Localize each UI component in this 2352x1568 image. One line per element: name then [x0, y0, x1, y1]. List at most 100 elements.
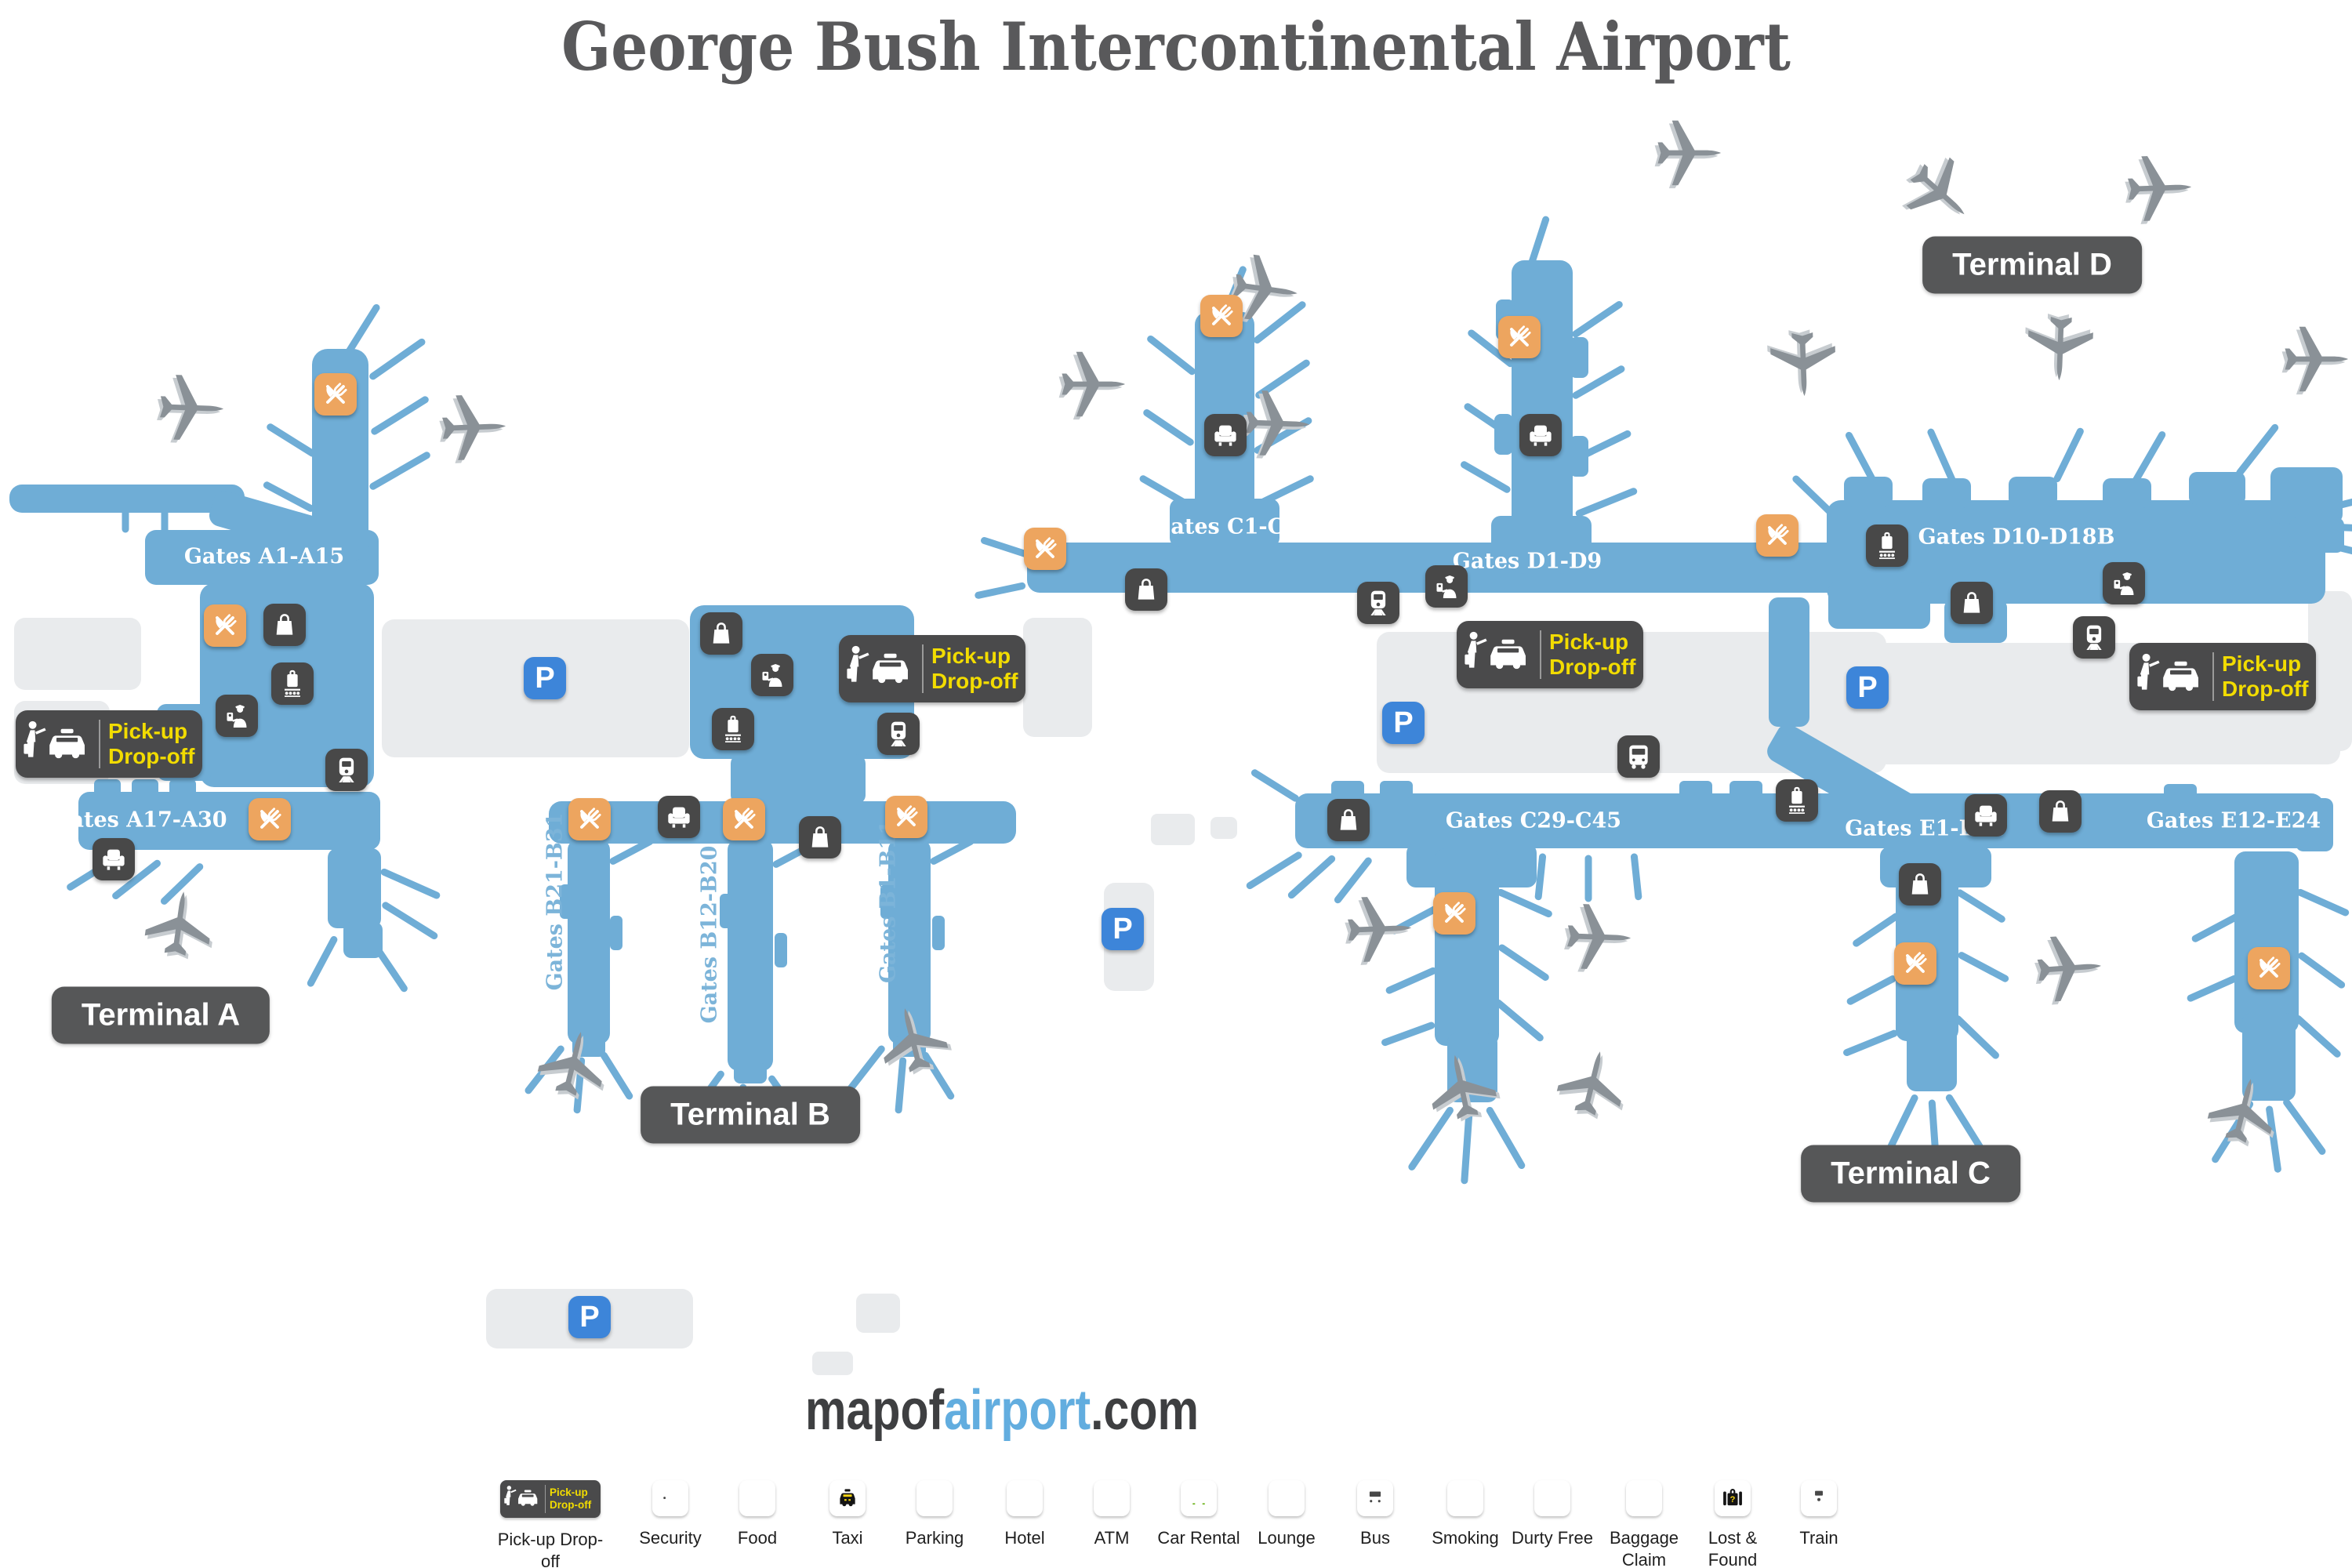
airplane-icon — [2117, 149, 2194, 227]
terminal-building-shape — [1769, 597, 1809, 727]
gate-range-label: Gates D1-D9 — [1452, 549, 1602, 574]
jet-bridge-line — [1459, 459, 1512, 495]
jet-bridge-line — [2052, 426, 2085, 484]
parking-lot-area — [1210, 817, 1237, 839]
terminal-building-shape — [1570, 337, 1588, 378]
durty-free-icon — [1327, 799, 1370, 841]
baggage-claim-icon — [1626, 1480, 1662, 1516]
jet-bridge-line — [974, 582, 1026, 600]
airplane-icon — [1235, 384, 1312, 462]
parking-letter: P — [924, 1482, 945, 1515]
airplane-icon — [2197, 1068, 2288, 1159]
jet-bridge-line — [368, 337, 427, 382]
pickup-dropoff-icon — [2136, 651, 2211, 702]
jet-bridge-line — [1245, 850, 1304, 891]
train-icon — [877, 713, 920, 755]
legend-label: Taxi — [832, 1528, 863, 1548]
terminal-building-shape — [1380, 781, 1413, 798]
airplane-icon — [1648, 115, 1723, 191]
durty-free-icon — [700, 612, 742, 655]
terminal-badge-c: Terminal C — [1801, 1145, 2020, 1203]
terminal-building-shape — [9, 485, 245, 513]
airplane-icon — [1546, 1040, 1637, 1131]
airplane-icon — [1764, 321, 1842, 399]
food-icon — [568, 798, 611, 840]
lost-found-icon: ? — [1715, 1480, 1751, 1516]
parking-letter: P — [535, 662, 555, 695]
jet-bridge-line — [1956, 950, 2010, 984]
parking-icon: P — [524, 657, 566, 699]
gate-range-label: Gates B21-B31 — [543, 812, 568, 991]
security-icon — [652, 1480, 688, 1516]
pickup-dropoff-icon — [845, 643, 920, 695]
airplane-icon — [868, 997, 959, 1088]
jet-bridge-line — [1926, 427, 1958, 485]
parking-lot-area — [856, 1294, 900, 1333]
lounge-icon — [1269, 1480, 1305, 1516]
parking-lot-area — [1023, 618, 1092, 737]
parking-letter: P — [1393, 706, 1414, 739]
terminal-building-shape — [1570, 436, 1588, 477]
terminal-building-shape — [734, 1063, 767, 1083]
security-icon — [1425, 565, 1468, 608]
food-icon — [885, 796, 927, 838]
parking-icon: P — [1846, 666, 1889, 709]
jet-bridge-line — [379, 867, 441, 900]
terminal-building-shape — [1844, 477, 1893, 506]
terminal-building-shape — [728, 839, 773, 1071]
terminal-building-shape — [775, 933, 787, 967]
jet-bridge-line — [2131, 430, 2167, 485]
jet-bridge-line — [1955, 887, 2007, 924]
airplane-icon — [2021, 306, 2099, 383]
sign-divider — [99, 720, 100, 768]
terminal-building-shape — [1170, 499, 1279, 547]
durty-free-icon — [263, 604, 306, 646]
legend-label: Bus — [1360, 1528, 1390, 1548]
jet-bridge-line — [1142, 408, 1196, 448]
food-icon — [723, 798, 765, 840]
terminal-building-shape — [328, 848, 381, 928]
sign-divider — [545, 1485, 546, 1513]
terminal-building-shape — [880, 884, 893, 919]
food-icon — [1756, 514, 1798, 557]
jet-bridge-line — [2281, 1097, 2328, 1156]
food-icon — [739, 1480, 775, 1516]
terminal-building-shape — [1331, 781, 1364, 798]
airplane-icon — [1885, 137, 1991, 244]
terminal-building-shape — [2164, 784, 2197, 800]
train-icon — [1801, 1480, 1837, 1516]
terminal-building-shape — [2270, 467, 2343, 524]
legend-label: Lost &Found — [1708, 1528, 1758, 1568]
jet-bridge-line — [1570, 299, 1624, 339]
parking-icon: P — [568, 1296, 611, 1338]
jet-bridge-line — [1952, 1014, 2001, 1061]
food-icon — [204, 604, 246, 647]
food-icon — [1433, 892, 1475, 935]
legend-item-car-rental: Car Rental — [1140, 1480, 1258, 1549]
security-icon — [2103, 562, 2145, 604]
terminal-building-shape — [2234, 851, 2299, 1033]
terminal-building-shape — [2009, 477, 2057, 506]
legend-label: Train — [1799, 1528, 1838, 1548]
gate-range-label: Gates C1-C15 — [1152, 514, 1314, 539]
parking-letter: P — [1112, 913, 1133, 946]
parking-lot-area — [812, 1352, 853, 1375]
durty-free-icon — [1951, 582, 1993, 624]
airplane-icon — [2275, 321, 2350, 397]
airplane-icon — [1052, 347, 1127, 422]
jet-bridge-line — [1851, 911, 1901, 949]
parking-letter: P — [579, 1301, 600, 1334]
pickup-dropoff-icon — [1463, 629, 1538, 681]
jet-bridge-line — [368, 450, 432, 492]
terminal-building-shape — [343, 922, 383, 958]
